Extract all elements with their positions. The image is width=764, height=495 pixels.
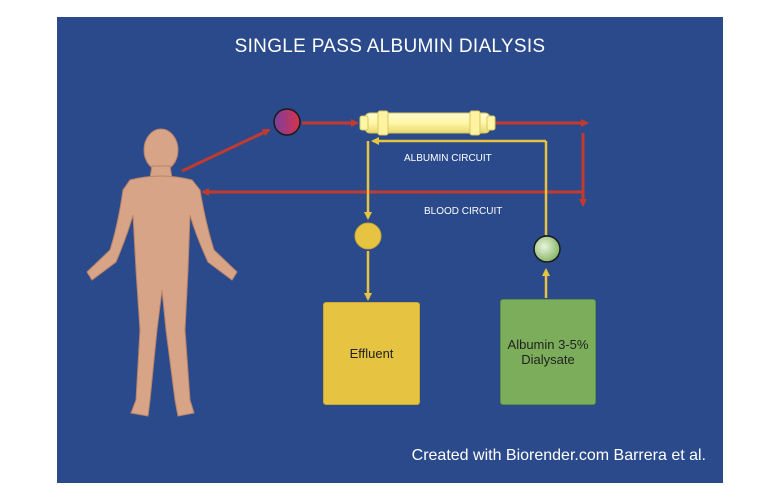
albumin-circuit-lines	[364, 137, 550, 301]
albumin-pump-icon	[533, 235, 561, 263]
dialysate-label-line2: Dialysate	[521, 352, 575, 367]
human-figure-icon	[86, 128, 238, 417]
effluent-box: Effluent	[323, 302, 420, 405]
effluent-label: Effluent	[349, 346, 394, 361]
blood-pump-icon	[273, 108, 301, 136]
blood-circuit-lines	[181, 119, 589, 207]
albumin-circuit-label: ALBUMIN CIRCUIT	[404, 153, 492, 164]
blood-circuit-label: BLOOD CIRCUIT	[424, 206, 503, 217]
diagram-title: SINGLE PASS ALBUMIN DIALYSIS	[234, 36, 546, 57]
dialyzer-filter-icon	[359, 110, 496, 136]
blood-line-patient-to-pump	[181, 128, 271, 173]
dialysate-box: Albumin 3-5% Dialysate	[500, 299, 596, 405]
credit-text: Created with Biorender.com Barrera et al…	[411, 447, 706, 464]
dialysate-label-line1: Albumin 3-5%	[507, 337, 589, 352]
effluent-pump-icon	[354, 222, 382, 250]
